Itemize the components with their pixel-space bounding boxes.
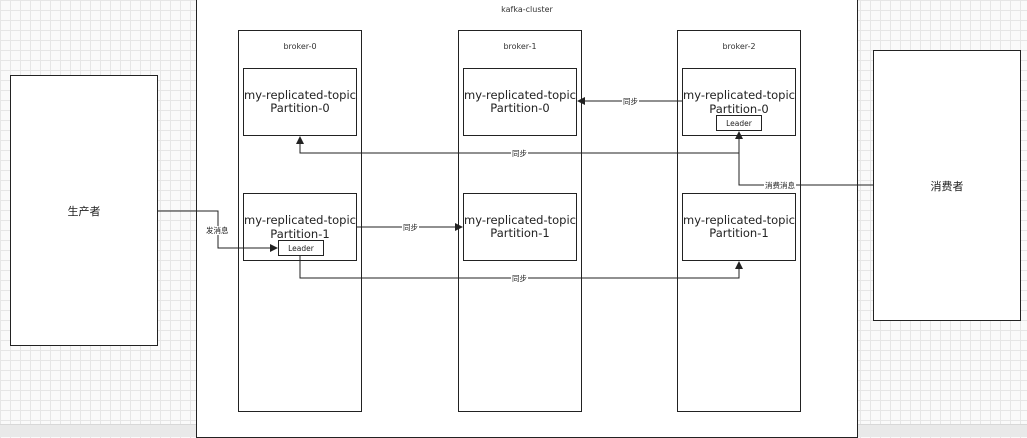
broker-2-partition-0-name: Partition-0: [709, 101, 769, 116]
sync-b2-b1-p0-label: 同步: [622, 97, 639, 106]
sync-b0-b2-p1-label: 同步: [511, 274, 528, 283]
broker-2-partition-1-topic: my-replicated-topic: [683, 212, 795, 227]
sync-b0-b1-p1-label: 同步: [402, 223, 419, 232]
broker-0-partition-0-topic: my-replicated-topic: [244, 87, 356, 102]
broker-1-partition-1: my-replicated-topic Partition-1: [463, 193, 577, 261]
broker-2-leader-badge: Leader: [716, 115, 762, 131]
broker-2-partition-1-name: Partition-1: [709, 226, 769, 240]
broker-0-partition-1-topic: my-replicated-topic: [244, 213, 356, 227]
broker-1-partition-0-name: Partition-0: [490, 101, 550, 115]
broker-0-partition-0-name: Partition-0: [270, 101, 330, 115]
consumer-node: 消费者: [873, 50, 1021, 321]
kafka-cluster-label: kafka-cluster: [501, 5, 553, 14]
broker-0-partition-0: my-replicated-topic Partition-0: [243, 68, 357, 136]
broker-2-partition-1: my-replicated-topic Partition-1: [682, 193, 796, 261]
send-message-label: 发消息: [205, 226, 230, 235]
consume-message-label: 消费消息: [764, 181, 796, 190]
sync-b2-b0-p0-label: 同步: [511, 149, 528, 158]
broker-1-partition-0-topic: my-replicated-topic: [464, 87, 576, 102]
broker-0-partition-1-name: Partition-1: [270, 226, 330, 241]
broker-2-partition-0-topic: my-replicated-topic: [683, 88, 795, 102]
consumer-label: 消费者: [930, 179, 964, 193]
producer-node: 生产者: [10, 75, 158, 346]
broker-1-partition-1-name: Partition-1: [490, 226, 550, 240]
consume-message-arrow: [735, 131, 873, 186]
broker-1-label: broker-1: [503, 42, 537, 51]
producer-label: 生产者: [67, 204, 101, 218]
broker-0-leader-badge: Leader: [278, 240, 324, 256]
broker-1-partition-0: my-replicated-topic Partition-0: [463, 68, 577, 136]
broker-2-label: broker-2: [722, 42, 756, 51]
broker-0-label: broker-0: [283, 42, 317, 51]
broker-1-partition-1-topic: my-replicated-topic: [464, 212, 576, 227]
